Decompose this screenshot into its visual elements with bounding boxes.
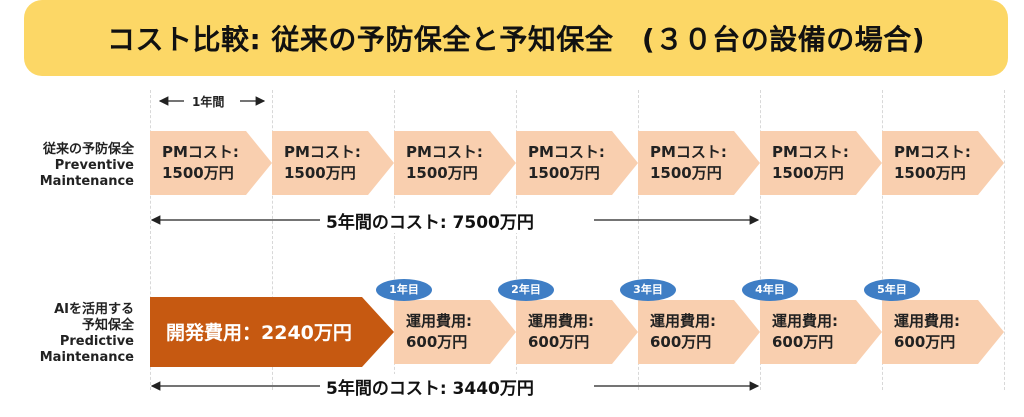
- preventive-total-cost: 5年間のコスト: 7500万円: [322, 208, 538, 233]
- development-cost-chevron: 開発費用：2240万円: [150, 297, 394, 367]
- grid-line: [516, 90, 517, 390]
- year-badge: 4年目: [742, 279, 798, 301]
- pm-cost-chevron: PMコスト:1500万円: [638, 131, 760, 195]
- grid-line: [394, 90, 395, 390]
- grid-line: [1004, 90, 1005, 390]
- year-badge: 5年目: [864, 279, 920, 301]
- preventive-row-label: 従来の予防保全 Preventive Maintenance: [39, 142, 134, 189]
- year-badge: 3年目: [620, 279, 676, 301]
- grid-line: [272, 90, 273, 390]
- grid-line: [150, 90, 151, 390]
- operation-cost-chevron: 運用費用:600万円: [760, 300, 882, 364]
- year-badge: 2年目: [498, 279, 554, 301]
- grid-line: [882, 90, 883, 390]
- operation-cost-chevron: 運用費用:600万円: [516, 300, 638, 364]
- grid-line: [760, 90, 761, 390]
- development-cost-label: 開発費用：2240万円: [166, 322, 352, 344]
- predictive-total-cost: 5年間のコスト: 3440万円: [322, 374, 538, 399]
- pm-cost-chevron: PMコスト:1500万円: [150, 131, 272, 195]
- pm-cost-chevron: PMコスト:1500万円: [882, 131, 1004, 195]
- pm-cost-chevron: PMコスト:1500万円: [516, 131, 638, 195]
- title-banner: コスト比較: 従来の予防保全と予知保全 (３０台の設備の場合): [24, 0, 1008, 76]
- pm-cost-chevron: PMコスト:1500万円: [272, 131, 394, 195]
- pm-cost-chevron: PMコスト:1500万円: [760, 131, 882, 195]
- grid-line: [638, 90, 639, 390]
- operation-cost-chevron: 運用費用:600万円: [394, 300, 516, 364]
- pm-cost-chevron: PMコスト:1500万円: [394, 131, 516, 195]
- operation-cost-chevron: 運用費用:600万円: [882, 300, 1004, 364]
- predictive-row-label: AIを活用する 予知保全 Predictive Maintenance: [39, 302, 134, 365]
- operation-cost-chevron: 運用費用:600万円: [638, 300, 760, 364]
- year-span-label: 1年間: [190, 93, 227, 110]
- diagram-title: コスト比較: 従来の予防保全と予知保全 (３０台の設備の場合): [106, 23, 926, 56]
- year-badge: 1年目: [376, 279, 432, 301]
